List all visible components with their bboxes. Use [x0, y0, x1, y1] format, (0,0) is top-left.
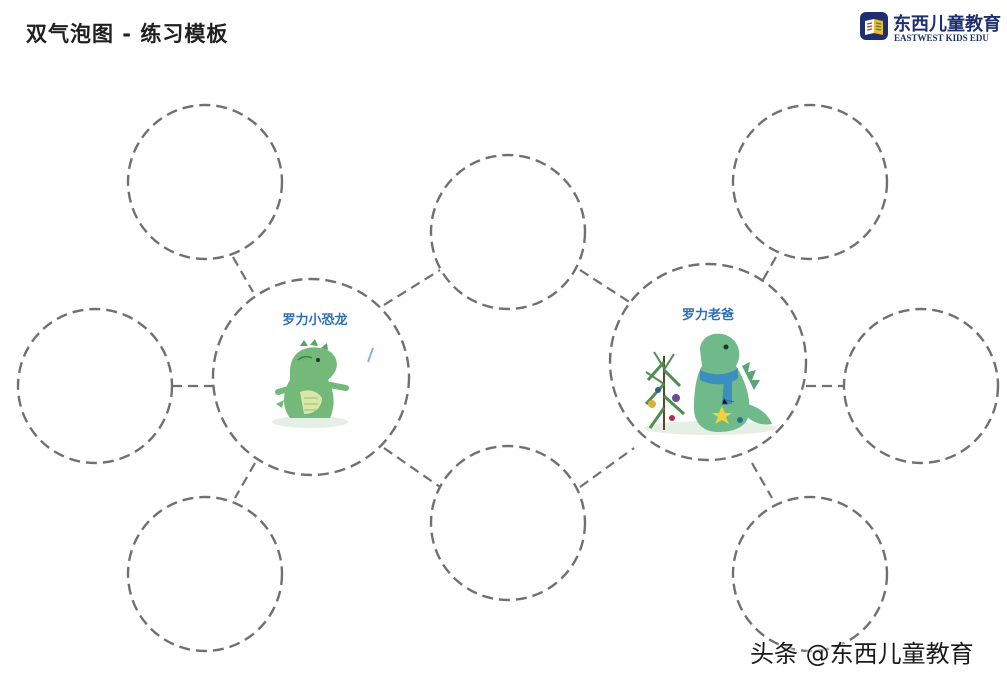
- shared-attribute-bubble[interactable]: [429, 444, 587, 602]
- small-dinosaur-icon: [272, 339, 374, 428]
- brand-subtitle: EASTWEST KIDS EDU: [894, 33, 989, 43]
- dad-dinosaur-icon: [644, 333, 776, 435]
- shared-attribute-bubble[interactable]: [429, 153, 587, 311]
- page-title: 双气泡图 - 练习模板: [26, 22, 229, 46]
- bubbles: [16, 103, 1000, 653]
- left-attribute-bubble[interactable]: [126, 495, 284, 653]
- right-attribute-bubble[interactable]: [731, 103, 889, 261]
- watermark: 头条 @东西儿童教育: [750, 640, 974, 668]
- left-attribute-bubble[interactable]: [126, 103, 284, 261]
- connector-line: [579, 269, 635, 306]
- connector-line: [579, 447, 635, 488]
- brand-logo-block: 东西儿童教育 EASTWEST KIDS EDU: [858, 10, 1007, 46]
- right-attribute-bubble[interactable]: [842, 307, 1000, 465]
- connector-line: [232, 256, 254, 293]
- book-logo-icon: [860, 12, 888, 40]
- connector-line: [751, 462, 773, 499]
- left-topic-label: 罗力小恐龙: [282, 312, 347, 328]
- right-attribute-bubble[interactable]: [731, 495, 889, 653]
- connector-line: [234, 462, 256, 499]
- connector-line: [383, 269, 441, 306]
- connector-lines: [172, 256, 845, 499]
- brand-name: 东西儿童教育: [893, 14, 1001, 35]
- right-topic-label: 罗力老爸: [682, 307, 734, 323]
- left-attribute-bubble[interactable]: [16, 307, 174, 465]
- connector-line: [383, 447, 441, 488]
